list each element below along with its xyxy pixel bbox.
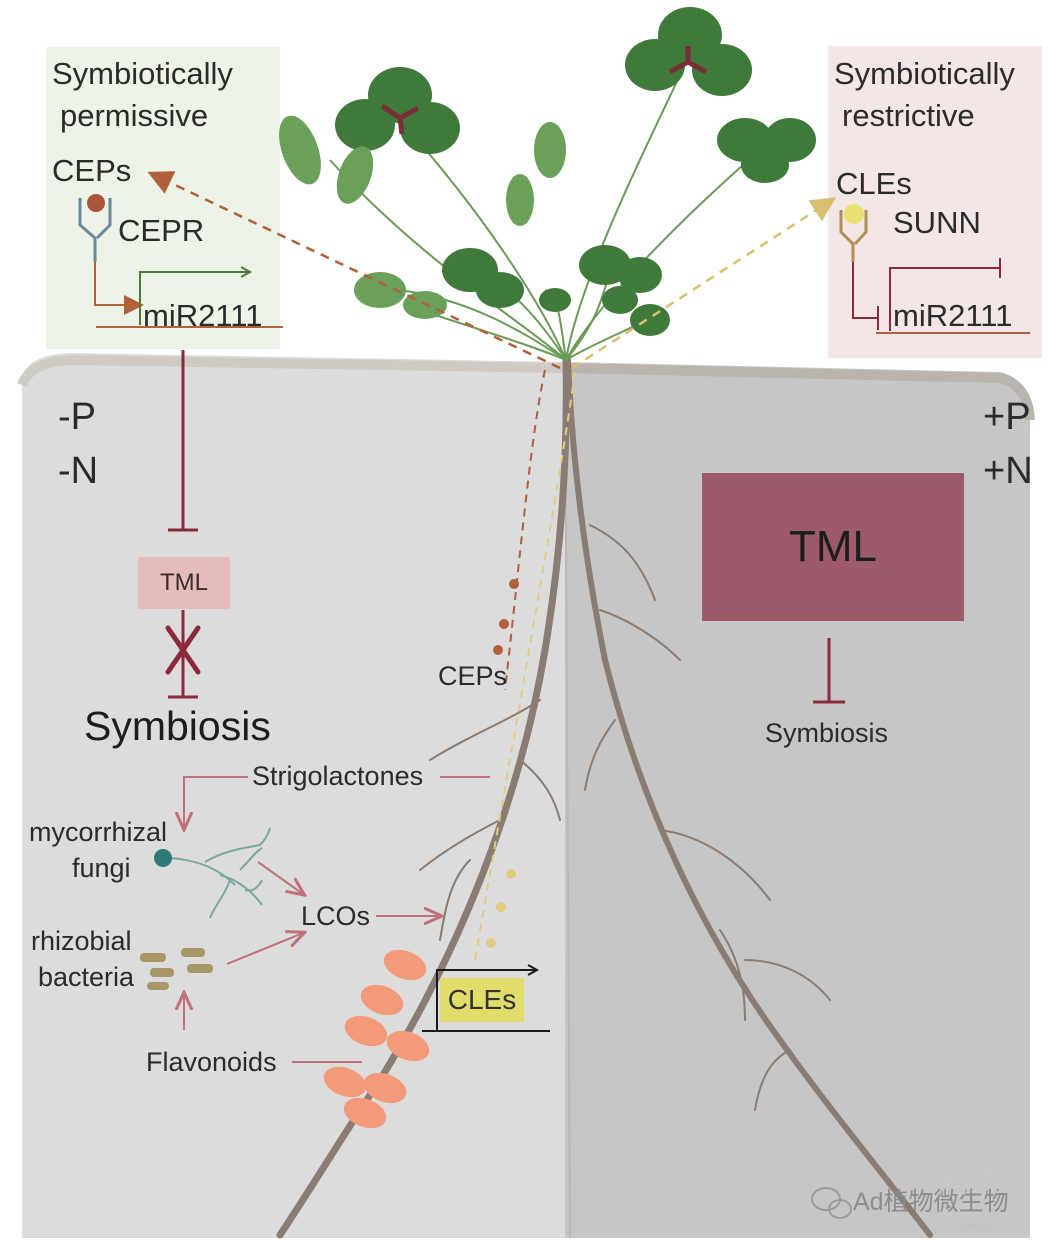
clover-leaves [279,7,816,336]
watermark-brand-sub: SciMall [957,1221,993,1233]
ceps-label: CEPs [52,153,132,188]
cle-root-signal [474,371,576,961]
cles-gene-box: CLEs [440,978,524,1022]
soil-divider [564,364,571,1239]
cepr-activation-arrow [94,262,144,315]
tml-high-box: TML [702,473,964,621]
soil-surface-right [564,363,1035,421]
mir2111-left-promoter [139,271,248,325]
tml-high-label: TML [789,522,877,571]
watermark-brand: 科果 [940,1166,1000,1199]
restrictive-title-line2: restrictive [842,98,975,133]
cep-ligand [87,194,105,212]
fungal-spore [154,849,172,867]
strigolactones-label: Strigolactones [252,761,424,791]
plus-n-label: +N [983,450,1033,492]
cle-shoot-arrow [571,197,837,370]
sunn-label: SUNN [893,205,981,240]
cles-gene-label: CLEs [447,984,517,1015]
plus-p-label: +P [983,396,1031,438]
cep-dot [499,619,509,629]
cepr-label: CEPR [118,213,205,248]
minus-n-label: -N [58,450,99,492]
bacteria-label: bacteria [38,962,135,992]
cep-dot [509,579,519,589]
mycorrhizal-hyphae [169,827,271,919]
permissive-title-line2: permissive [60,98,209,133]
permissive-panel [46,47,280,349]
mir2111-right-promoter [889,267,1000,331]
cepr-receptor [78,198,112,262]
strigolactone-to-fungi [184,776,248,828]
mir2111-right-label: miR2111 [893,298,1013,333]
cles-label: CLEs [836,166,912,201]
cep-root-signal [504,369,546,691]
wechat-logo [811,1187,852,1219]
cle-ligand [844,204,864,224]
rhizobial-label: rhizobial [31,926,132,956]
sunn-receptor [839,210,868,262]
symbiosis-left-label: Symbiosis [84,703,271,749]
mycorrhizal-label: mycorrhizal [29,817,168,847]
blocked-x-mark [165,625,201,675]
symbiosis-right-label: Symbiosis [765,718,889,748]
cles-gene-promoter [436,969,535,1031]
bacteria-to-lcos-arrow [226,933,303,965]
cle-dot [496,902,506,912]
watermark-source: Ad植物微生物 [853,1188,1009,1216]
soil-surface-left [17,354,566,388]
root-nodules [323,949,430,1129]
flavonoids-label: Flavonoids [146,1047,277,1077]
soil-left [22,353,565,1238]
rhizobial-cells [140,948,213,990]
fungi-to-lcos-arrow [257,861,303,894]
fungi-label: fungi [72,853,131,883]
restrictive-panel [828,46,1042,358]
permissive-title-line1: Symbiotically [52,56,233,91]
restrictive-title-line1: Symbiotically [834,56,1015,91]
tml-low-box: TML [138,557,230,609]
minus-p-label: -P [58,396,96,438]
tml-low-label: TML [160,569,208,596]
cep-shoot-arrow [147,171,561,370]
lcos-label: LCOs [301,901,371,931]
cle-dot [506,869,516,879]
cle-dot [486,938,496,948]
sunn-repression [852,262,878,319]
ceps-root-label: CEPs [438,661,508,691]
mir2111-left-label: miR2111 [143,298,263,333]
cep-dot [493,645,503,655]
